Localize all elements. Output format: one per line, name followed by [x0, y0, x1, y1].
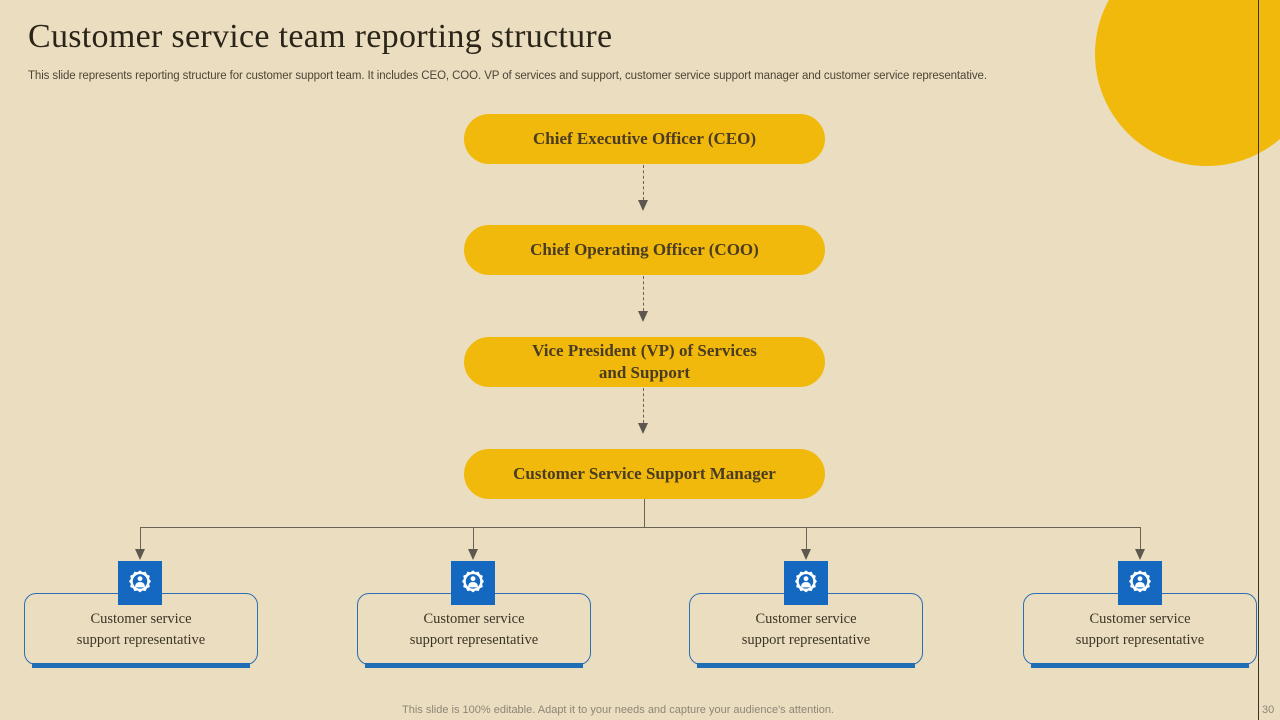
connector-drop-3 [801, 527, 811, 560]
arrow-down-icon [135, 549, 145, 560]
node-coo[interactable]: Chief Operating Officer (COO) [464, 225, 825, 275]
node-vp-label: Vice President (VP) of Services and Supp… [532, 340, 757, 384]
arrow-down-icon [1135, 549, 1145, 560]
rep-card-2-label-line1: Customer service [423, 610, 525, 627]
gear-user-icon [118, 561, 162, 605]
right-edge-rule [1258, 0, 1259, 720]
footer-note: This slide is 100% editable. Adapt it to… [402, 704, 834, 716]
arrow-down-icon [638, 311, 649, 322]
connector-coo-to-vp [638, 276, 649, 322]
rep-card-3-label: Customer service support representative [690, 607, 922, 651]
decorative-circle [1095, 0, 1280, 166]
gear-user-icon [451, 561, 495, 605]
connector-vp-to-manager [638, 388, 649, 434]
rep-card-2-label: Customer service support representative [358, 607, 590, 651]
arrow-down-icon [801, 549, 811, 560]
rep-card-4-label-line2: support representative [1075, 632, 1205, 648]
node-ceo-label: Chief Executive Officer (CEO) [533, 129, 756, 149]
connector-ceo-to-coo [638, 165, 649, 211]
connector-drop-1 [135, 527, 145, 560]
connector-horizontal-bar [140, 527, 1140, 528]
node-support-manager-label: Customer Service Support Manager [513, 464, 776, 484]
rep-card-3-label-line2: support representative [741, 632, 871, 648]
arrow-down-icon [468, 549, 478, 560]
node-ceo[interactable]: Chief Executive Officer (CEO) [464, 114, 825, 164]
node-vp-label-line1: Vice President (VP) of Services [532, 341, 757, 361]
rep-card-1-label-line2: support representative [76, 632, 206, 648]
node-coo-label: Chief Operating Officer (COO) [530, 240, 759, 260]
node-vp[interactable]: Vice President (VP) of Services and Supp… [464, 337, 825, 387]
gear-user-icon [784, 561, 828, 605]
rep-card-1[interactable]: Customer service support representative [24, 593, 258, 668]
rep-card-2-underline [365, 663, 583, 668]
rep-card-1-underline [32, 663, 250, 668]
rep-card-3-label-line1: Customer service [755, 610, 857, 627]
rep-card-2[interactable]: Customer service support representative [357, 593, 591, 668]
connector-drop-2 [468, 527, 478, 560]
connector-drop-4 [1135, 527, 1145, 560]
page-number: 30 [1262, 704, 1275, 716]
node-vp-label-line2: and Support [598, 363, 691, 382]
rep-card-4-label-line1: Customer service [1089, 610, 1191, 627]
gear-user-icon [1118, 561, 1162, 605]
rep-card-4-underline [1031, 663, 1249, 668]
page-subtitle: This slide represents reporting structur… [28, 70, 987, 82]
rep-card-1-label-line1: Customer service [90, 610, 192, 627]
rep-card-3-underline [697, 663, 915, 668]
page-title: Customer service team reporting structur… [28, 18, 613, 55]
rep-card-2-label-line2: support representative [409, 632, 539, 648]
arrow-down-icon [638, 200, 649, 211]
connector-manager-stem [644, 499, 645, 527]
node-support-manager[interactable]: Customer Service Support Manager [464, 449, 825, 499]
arrow-down-icon [638, 423, 649, 434]
rep-card-1-label: Customer service support representative [25, 607, 257, 651]
rep-card-4-label: Customer service support representative [1024, 607, 1256, 651]
